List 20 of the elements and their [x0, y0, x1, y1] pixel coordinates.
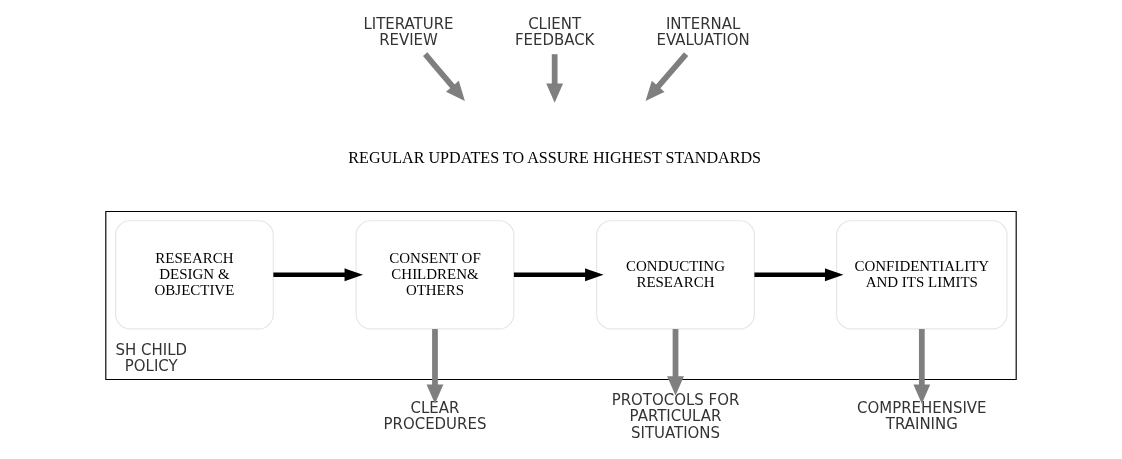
arrow: [667, 329, 684, 396]
node-box: CONDUCTING RESEARCH: [596, 220, 755, 330]
node-text: CLEAR PROCEDURES: [383, 399, 487, 434]
node-text: INTERNAL EVALUATION: [656, 15, 750, 50]
node-box: CONSENT OF CHILDREN& OTHERS: [355, 220, 515, 330]
arrow: [546, 54, 564, 103]
arrow: [273, 268, 364, 282]
node-text: PROTOCOLS FOR PARTICULAR SITUATIONS: [611, 391, 740, 442]
node-text: COMPREHENSIVE TRAINING: [857, 399, 987, 434]
arrow: [426, 329, 444, 404]
node-box: CONFIDENTIALITY AND ITS LIMITS: [836, 220, 1008, 330]
label: REGULAR UPDATES TO ASSURE HIGHEST STANDARDS: [348, 148, 762, 166]
arrow: [913, 329, 931, 404]
node-text: CLIENT FEEDBACK: [514, 15, 595, 50]
arrow: [423, 52, 465, 101]
arrow: [754, 268, 844, 282]
node-box: RESEARCH DESIGN & OBJECTIVE: [115, 220, 274, 330]
arrow: [645, 52, 689, 101]
arrow: [513, 268, 604, 282]
node-text: LITERATURE REVIEW: [363, 15, 454, 50]
